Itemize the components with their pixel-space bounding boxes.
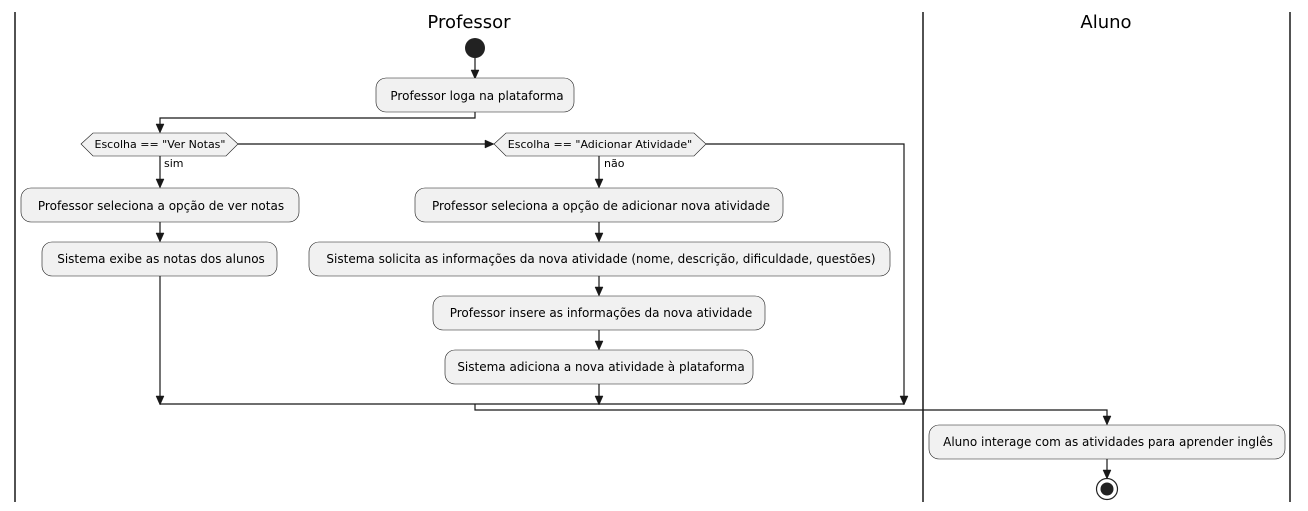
start-node bbox=[465, 38, 485, 58]
decision-label: Escolha == "Adicionar Atividade" bbox=[508, 138, 692, 151]
activity-show-grades: Sistema exibe as notas dos alunos bbox=[41, 241, 278, 277]
activity-request-info: Sistema solicita as informações da nova … bbox=[308, 241, 891, 277]
activity-student-interacts: Aluno interage com as atividades para ap… bbox=[928, 424, 1286, 460]
activity-select-view-grades: Professor seleciona a opção de ver notas bbox=[20, 187, 300, 223]
activity-login: Professor loga na plataforma bbox=[375, 77, 575, 113]
activity-label: Professor insere as informações da nova … bbox=[450, 306, 753, 320]
lane-title-aluno: Aluno bbox=[1080, 12, 1131, 33]
activity-label: Professor loga na plataforma bbox=[390, 89, 563, 103]
activity-label: Sistema exibe as notas dos alunos bbox=[57, 252, 265, 266]
activity-add-activity: Sistema adiciona a nova atividade à plat… bbox=[444, 349, 754, 385]
flow-arrowheads bbox=[155, 69, 1112, 480]
branch-label-yes: sim bbox=[164, 157, 184, 170]
decision-add-activity: Escolha == "Adicionar Atividade" bbox=[493, 132, 707, 157]
activity-select-add-activity: Professor seleciona a opção de adicionar… bbox=[414, 187, 784, 223]
activity-label: Aluno interage com as atividades para ap… bbox=[943, 435, 1273, 449]
flow-lines bbox=[159, 58, 1108, 472]
activity-label: Professor seleciona a opção de ver notas bbox=[38, 199, 284, 213]
branch-label-no: não bbox=[604, 157, 625, 170]
activity-label: Professor seleciona a opção de adicionar… bbox=[432, 199, 770, 213]
activity-insert-info: Professor insere as informações da nova … bbox=[432, 295, 766, 331]
lane-title-professor: Professor bbox=[427, 12, 511, 33]
activity-label: Sistema solicita as informações da nova … bbox=[326, 252, 875, 266]
decision-view-grades: Escolha == "Ver Notas" bbox=[80, 132, 239, 157]
activity-label: Sistema adiciona a nova atividade à plat… bbox=[457, 360, 744, 374]
decision-label: Escolha == "Ver Notas" bbox=[95, 138, 226, 151]
end-node bbox=[1095, 477, 1119, 501]
